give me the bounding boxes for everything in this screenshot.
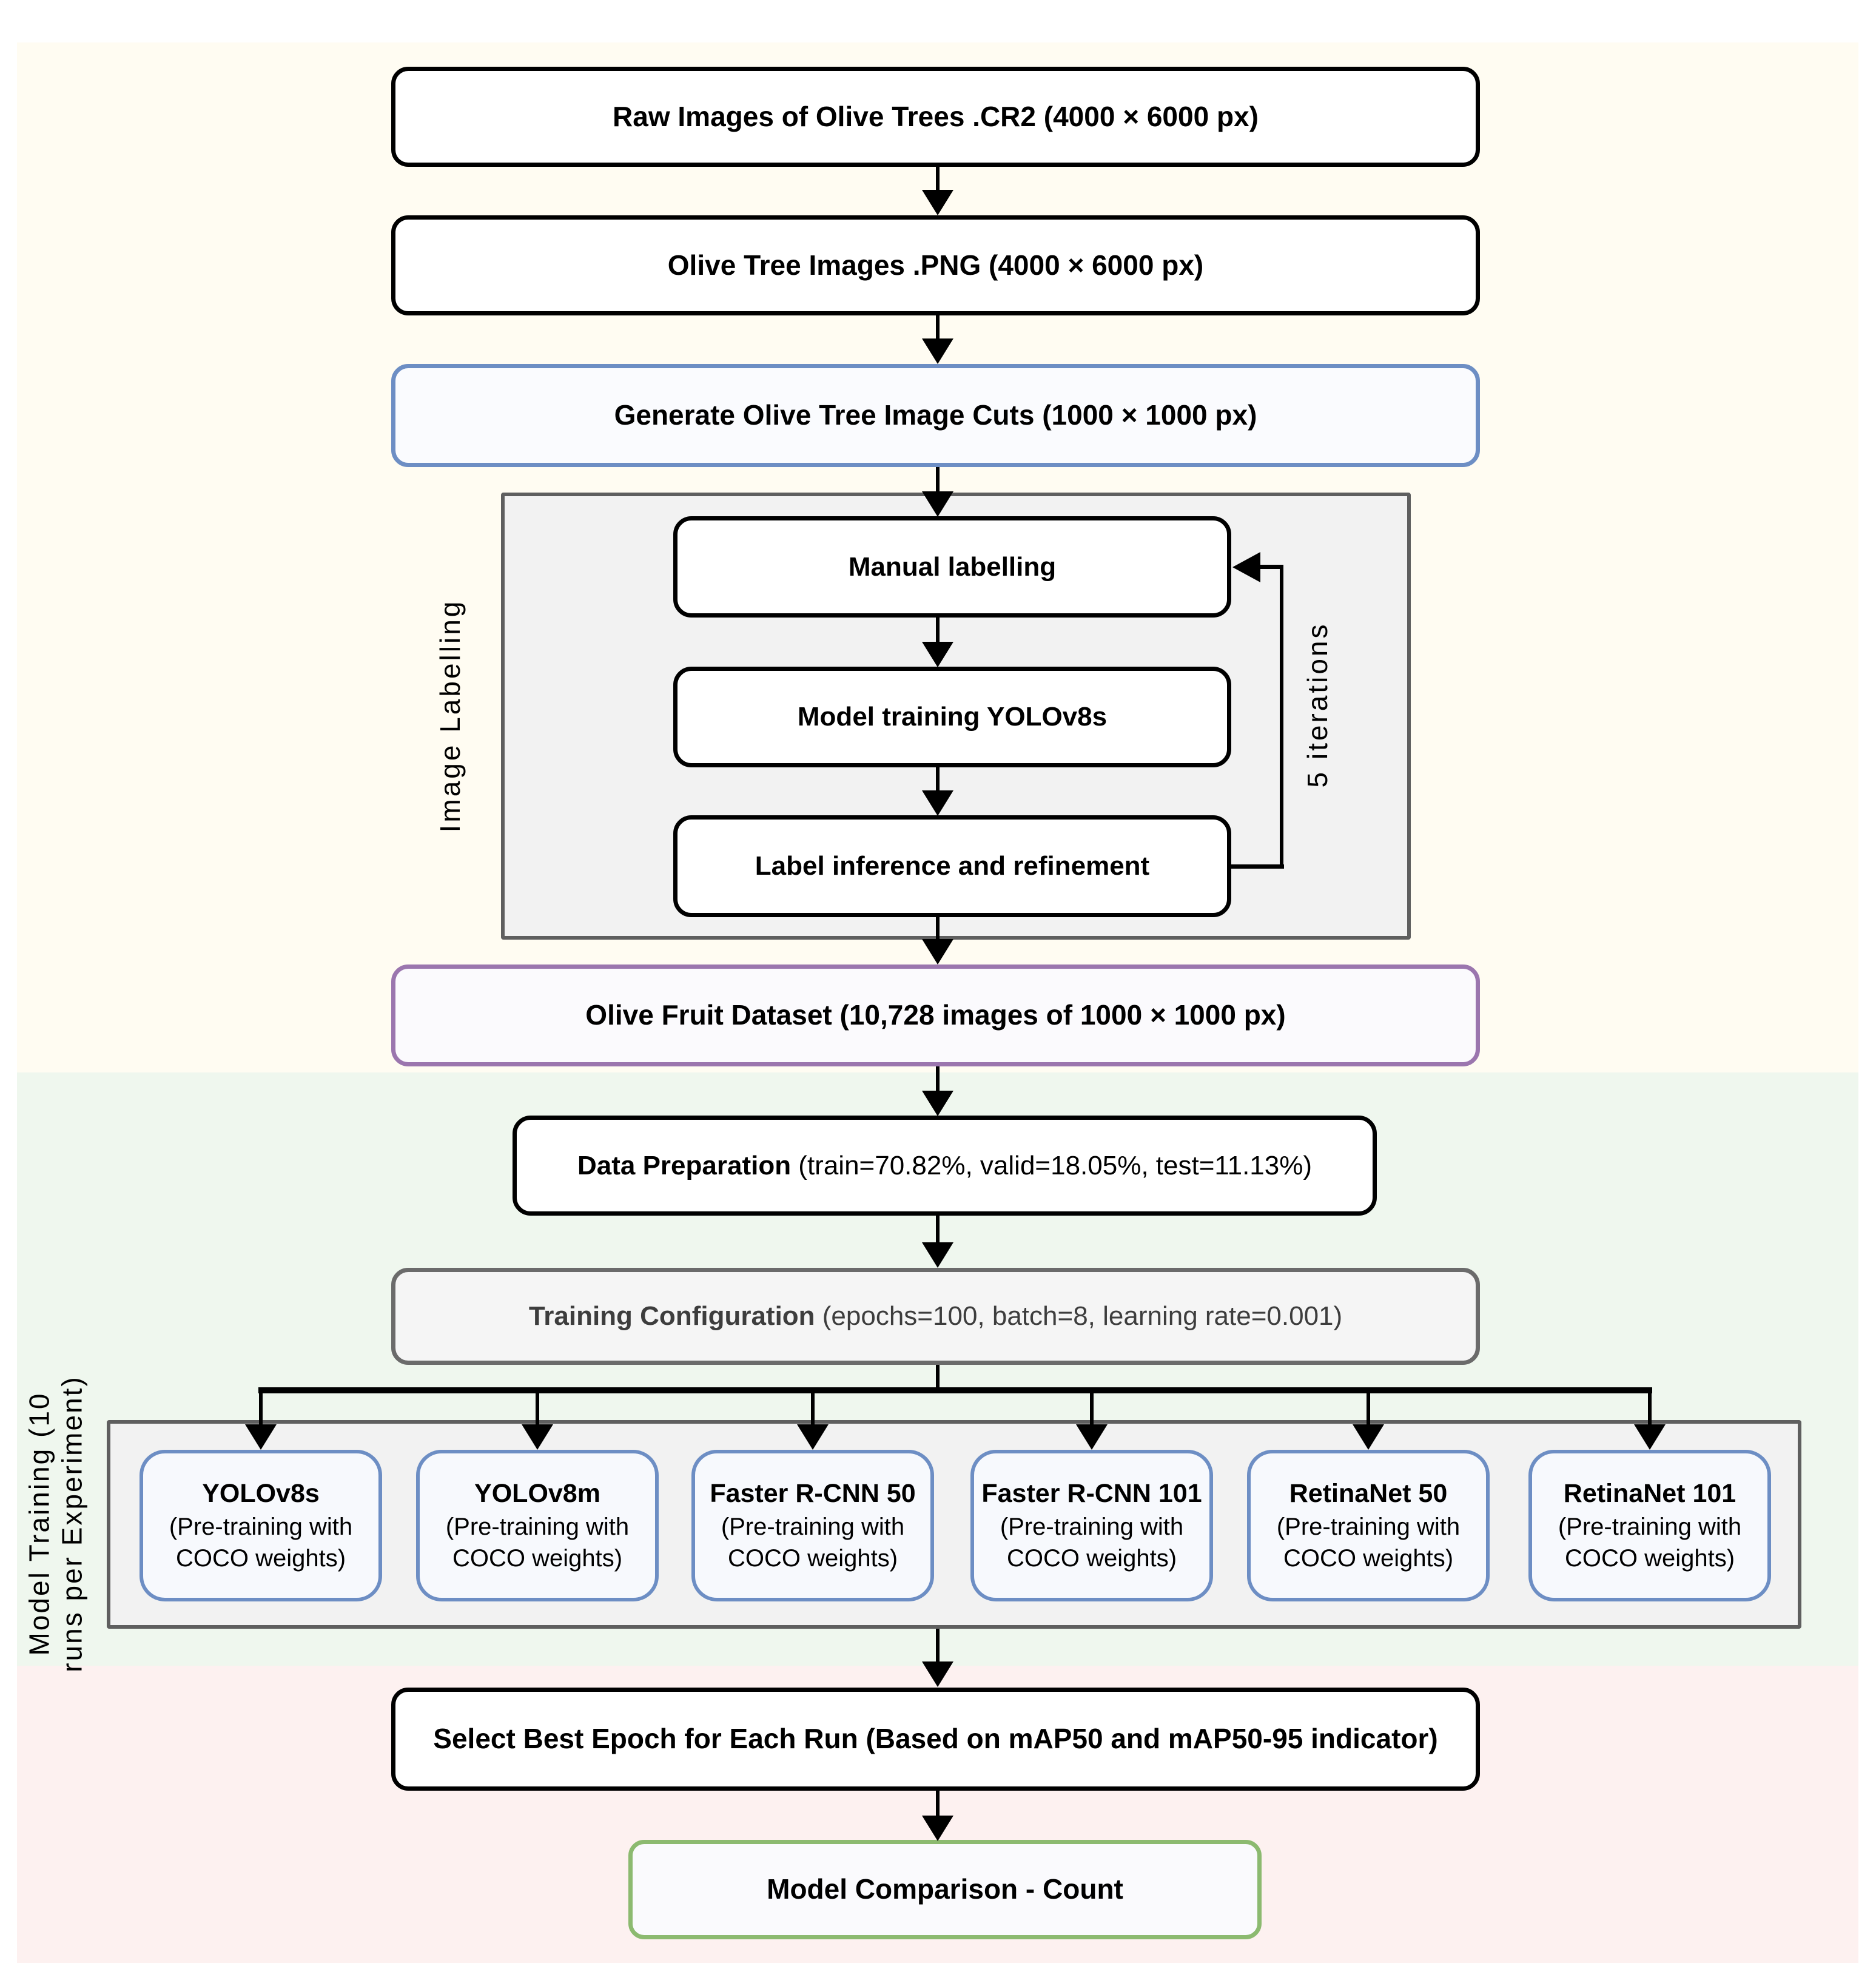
training-configuration-title: Training Configuration: [528, 1301, 815, 1331]
loop-iterations-label: 5 iterations: [1302, 622, 1333, 788]
arrow-manual-to-training-line: [936, 618, 940, 643]
model-pretrain-note: (Pre-training with COCO weights): [1276, 1513, 1461, 1572]
model-pretrain-note: (Pre-training with COCO weights): [1000, 1513, 1184, 1572]
arrow-models-to-epoch-head: [922, 1661, 953, 1687]
flow-box-image-cuts: Generate Olive Tree Image Cuts (1000 × 1…: [391, 364, 1480, 467]
model-name: RetinaNet 50: [1289, 1479, 1448, 1509]
flow-box-model-training-yolov8s: Model training YOLOv8s: [673, 667, 1231, 767]
arrow-png-to-cuts-line: [936, 315, 940, 340]
branch-arrow-2-line: [536, 1392, 539, 1427]
flow-box-data-preparation: Data Preparation (train=70.82%, valid=18…: [513, 1116, 1377, 1216]
flow-box-model-comparison: Model Comparison - Count: [628, 1840, 1262, 1939]
branch-arrow-1-head: [245, 1424, 277, 1450]
model-name: Faster R-CNN 50: [710, 1479, 916, 1509]
model-box-faster-rcnn-50: Faster R-CNN 50 (Pre-training with COCO …: [691, 1450, 934, 1601]
model-box-retinanet-101: RetinaNet 101 (Pre-training with COCO we…: [1528, 1450, 1771, 1601]
loop-bottom-line: [1231, 864, 1284, 869]
model-name: Faster R-CNN 101: [981, 1479, 1202, 1509]
model-name: YOLOv8s: [202, 1479, 320, 1509]
model-name: YOLOv8m: [474, 1479, 600, 1509]
data-preparation-detail: (train=70.82%, valid=18.05%, test=11.13%…: [791, 1150, 1313, 1180]
arrow-png-to-cuts-head: [922, 338, 953, 364]
model-training-group-label-line2: runs per Experiment): [56, 1375, 88, 1672]
flow-box-olive-fruit-dataset: Olive Fruit Dataset (10,728 images of 10…: [391, 964, 1480, 1066]
branch-feed-line: [936, 1365, 940, 1390]
flow-box-select-best-epoch: Select Best Epoch for Each Run (Based on…: [391, 1688, 1480, 1791]
loop-arrow-head: [1232, 552, 1260, 582]
arrow-cuts-to-manual-line: [936, 467, 940, 493]
image-labelling-group-label: Image Labelling: [434, 599, 466, 833]
branch-bar: [258, 1387, 1652, 1393]
model-training-group-label: Model Training (10 runs per Experiment): [23, 1375, 89, 1672]
branch-arrow-5-head: [1353, 1424, 1384, 1450]
flow-box-png-images: Olive Tree Images .PNG (4000 × 6000 px): [391, 215, 1480, 315]
branch-arrow-2-head: [522, 1424, 553, 1450]
branch-arrow-1-line: [259, 1392, 263, 1427]
training-configuration-detail: (epochs=100, batch=8, learning rate=0.00…: [815, 1301, 1343, 1331]
arrow-raw-to-png-line: [936, 167, 940, 191]
data-preparation-title: Data Preparation: [577, 1150, 792, 1180]
model-training-group-label-line1: Model Training (10: [23, 1392, 55, 1656]
flow-box-label-inference: Label inference and refinement: [673, 815, 1231, 917]
arrow-training-to-inference-head: [922, 790, 953, 816]
flow-box-raw-images: Raw Images of Olive Trees .CR2 (4000 × 6…: [391, 67, 1480, 167]
arrow-manual-to-training-head: [922, 642, 953, 667]
loop-vertical-line: [1280, 565, 1283, 869]
arrow-dataprep-to-config-line: [936, 1216, 940, 1244]
branch-arrow-4-line: [1090, 1392, 1094, 1427]
arrow-dataprep-to-config-head: [922, 1242, 953, 1268]
model-box-yolov8s: YOLOv8s (Pre-training with COCO weights): [140, 1450, 382, 1601]
model-box-yolov8m: YOLOv8m (Pre-training with COCO weights): [416, 1450, 659, 1601]
arrow-dataset-to-dataprep-line: [936, 1066, 940, 1092]
model-name: RetinaNet 101: [1563, 1479, 1736, 1509]
branch-arrow-6-line: [1648, 1392, 1652, 1427]
branch-arrow-4-head: [1076, 1424, 1108, 1450]
branch-arrow-6-head: [1634, 1424, 1666, 1450]
model-box-retinanet-50: RetinaNet 50 (Pre-training with COCO wei…: [1247, 1450, 1490, 1601]
arrow-raw-to-png-head: [922, 190, 953, 215]
model-box-faster-rcnn-101: Faster R-CNN 101 (Pre-training with COCO…: [970, 1450, 1213, 1601]
arrow-epoch-to-comparison-head: [922, 1816, 953, 1841]
model-pretrain-note: (Pre-training with COCO weights): [169, 1513, 353, 1572]
model-pretrain-note: (Pre-training with COCO weights): [721, 1513, 905, 1572]
model-pretrain-note: (Pre-training with COCO weights): [1558, 1513, 1742, 1572]
flow-box-training-configuration: Training Configuration (epochs=100, batc…: [391, 1268, 1480, 1365]
arrow-inference-to-dataset-head: [922, 939, 953, 964]
arrow-models-to-epoch-line: [936, 1629, 940, 1663]
arrow-dataset-to-dataprep-head: [922, 1091, 953, 1116]
model-training-group: [107, 1420, 1801, 1629]
branch-arrow-3-head: [797, 1424, 829, 1450]
branch-arrow-3-line: [811, 1392, 815, 1427]
arrow-training-to-inference-line: [936, 767, 940, 792]
flow-box-manual-labelling: Manual labelling: [673, 516, 1231, 618]
loop-top-line: [1257, 565, 1283, 569]
model-pretrain-note: (Pre-training with COCO weights): [445, 1513, 630, 1572]
arrow-inference-to-dataset-line: [936, 917, 940, 940]
arrow-cuts-to-manual-head: [922, 491, 953, 517]
branch-arrow-5-line: [1367, 1392, 1370, 1427]
arrow-epoch-to-comparison-line: [936, 1791, 940, 1817]
